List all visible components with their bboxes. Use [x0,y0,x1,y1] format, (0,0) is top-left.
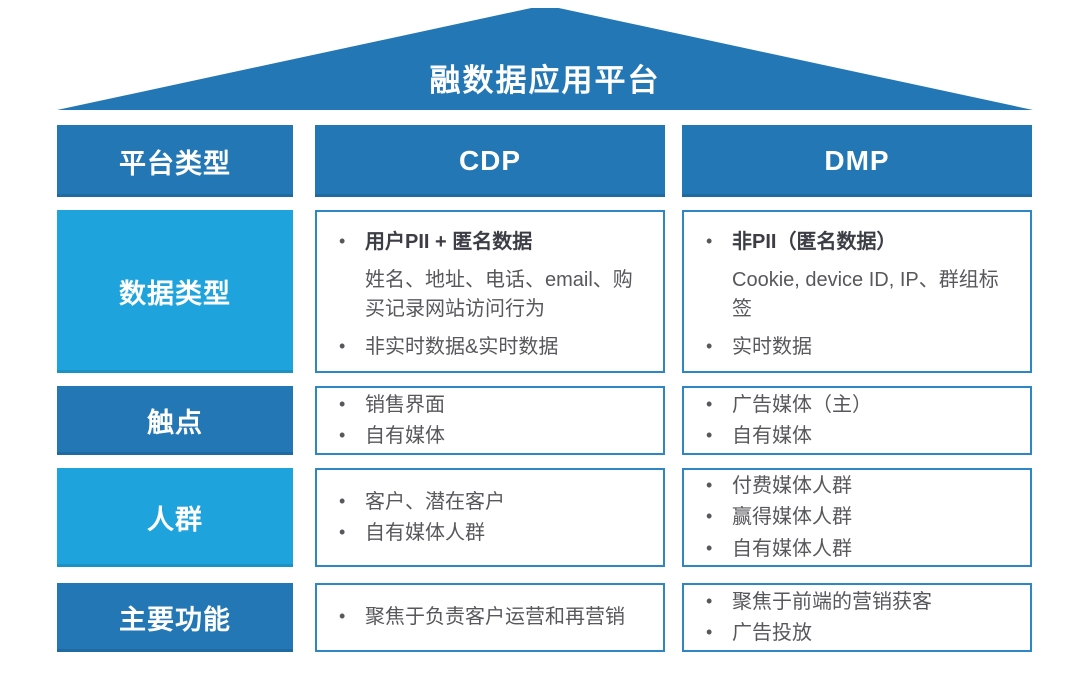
item-text: 销售界面 [365,393,445,416]
corner-header-platform-type: 平台类型 [57,125,293,197]
bullet-item: • 聚焦于负责客户运营和再营销 [339,603,649,631]
bullet-icon: • [706,537,713,558]
item-text: 赢得媒体人群 [732,506,852,529]
cdp-data-type-cell: • 用户PII + 匿名数据姓名、地址、电话、email、购买记录网站访问行为 • 非… [315,210,665,373]
bullet-item: • 聚焦于前端的营销获客 [706,588,1016,616]
row-label-audience: 人群 [57,468,293,567]
bullet-item: • 销售界面 [339,391,649,419]
bullet-icon: • [706,590,713,611]
row-label-data-type: 数据类型 [57,210,293,373]
item-text: 实时数据 [732,336,812,359]
row-touchpoints: 触点 • 销售界面 • 自有媒体 • 广告媒体（主） • 自有媒体 [57,386,1033,455]
row-label-main-function: 主要功能 [57,583,293,652]
bullet-icon: • [339,393,346,414]
item-text: 自有媒体 [365,425,445,447]
bullet-item: • 赢得媒体人群 [706,503,1016,531]
item-text: 聚焦于负责客户运营和再营销 [365,606,625,629]
bullet-icon: • [706,336,713,357]
item-text: 客户、潜在客户 [365,490,505,513]
row-audience: 人群 • 客户、潜在客户 • 自有媒体人群 • 付费媒体人群 • 赢得媒体人群 • 自有媒体人群 [57,468,1033,567]
bullet-icon: • [706,622,713,642]
bullet-item: • 非实时数据&实时数据 [339,333,649,361]
bullet-icon: • [339,336,346,357]
bullet-icon: • [339,425,346,445]
item-text: 自有媒体人群 [732,537,852,560]
row-data-type: 数据类型 • 用户PII + 匿名数据姓名、地址、电话、email、购买记录网站访… [57,210,1033,373]
cdp-touchpoints-cell: • 销售界面 • 自有媒体 [315,386,665,455]
bullet-icon: • [706,231,713,251]
item-text: 广告投放 [732,622,812,644]
bullet-icon: • [706,506,713,527]
diagram-title: 融数据应用平台 [429,63,661,98]
bullet-item: • 自有媒体 [339,422,649,450]
item-text: 非PII（匿名数据） [732,231,897,253]
sub-text-line: 姓名、地址、电话、email、购买记录网站访问行为 [339,266,649,323]
item-text: 姓名、地址、电话、email、购买记录网站访问行为 [365,269,633,320]
bullet-item: • 客户、潜在客户 [339,488,649,516]
row-label-touchpoints: 触点 [57,386,293,455]
bullet-item: • 广告媒体（主） [706,391,1016,419]
item-text: 付费媒体人群 [732,474,852,497]
item-text: 广告媒体（主） [732,393,872,416]
column-header-dmp: DMP [682,125,1032,197]
bullet-icon: • [339,490,346,511]
bullet-item: • 实时数据 [706,333,1016,361]
header-row: 平台类型 CDP DMP [57,125,1033,197]
row-main-function: 主要功能 • 聚焦于负责客户运营和再营销 • 聚焦于前端的营销获客 • 广告投放 [57,583,1033,652]
cdp-audience-cell: • 客户、潜在客户 • 自有媒体人群 [315,468,665,567]
bullet-icon: • [706,425,713,445]
column-header-cdp: CDP [315,125,665,197]
bullet-item: • 付费媒体人群 [706,472,1016,500]
dmp-audience-cell: • 付费媒体人群 • 赢得媒体人群 • 自有媒体人群 [682,468,1032,567]
sub-text-line: Cookie, device ID, IP、群组标签 [706,266,1016,323]
comparison-table: 平台类型 CDP DMP 数据类型 • 用户PII + 匿名数据姓名、地址、电话、… [57,125,1033,652]
dmp-data-type-cell: • 非PII（匿名数据） Cookie, device ID, IP、群组标签 • 实时… [682,210,1032,373]
item-text: 聚焦于前端的营销获客 [732,590,932,613]
bullet-icon: • [339,606,346,627]
bullet-item: • 广告投放 [706,619,1016,647]
bullet-item: • 自有媒体 [706,422,1016,450]
cdp-main-function-cell: • 聚焦于负责客户运营和再营销 [315,583,665,652]
item-text: 非实时数据&实时数据 [365,336,559,359]
bullet-icon: • [339,522,346,542]
dmp-touchpoints-cell: • 广告媒体（主） • 自有媒体 [682,386,1032,455]
roof-banner: 融数据应用平台 [57,8,1033,110]
bullet-icon: • [706,474,713,495]
bullet-icon: • [706,393,713,414]
bullet-item: • 自有媒体人群 [339,519,649,547]
item-text: 用户PII + 匿名数据 [365,231,533,253]
item-text: 自有媒体人群 [365,522,485,544]
item-text: 自有媒体 [732,425,812,447]
bullet-item: • 非PII（匿名数据） [706,228,1016,256]
dmp-main-function-cell: • 聚焦于前端的营销获客 • 广告投放 [682,583,1032,652]
bullet-item: • 自有媒体人群 [706,535,1016,563]
bullet-item: • 用户PII + 匿名数据 [339,228,649,256]
bullet-icon: • [339,231,346,251]
item-text: Cookie, device ID, IP、群组标签 [732,269,999,320]
